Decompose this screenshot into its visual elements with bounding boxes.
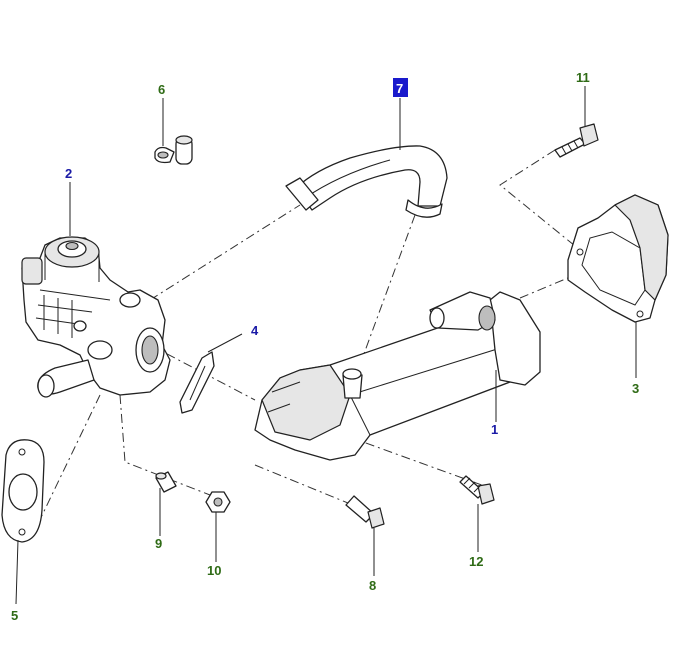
coolant-hose-part xyxy=(285,145,448,218)
callout-10[interactable]: 10 xyxy=(207,563,221,578)
callout-8[interactable]: 8 xyxy=(369,578,376,593)
callout-5-leader xyxy=(15,539,19,605)
callout-7[interactable]: 7 xyxy=(396,81,403,96)
callout-2[interactable]: 2 xyxy=(65,166,72,181)
callout-4-leader xyxy=(207,333,243,353)
callout-12[interactable]: 12 xyxy=(469,554,483,569)
egr-valve-part xyxy=(21,236,171,398)
callout-11[interactable]: 11 xyxy=(576,70,590,85)
callout-9[interactable]: 9 xyxy=(155,536,162,551)
stud-9-part xyxy=(155,471,177,493)
callout-4[interactable]: 4 xyxy=(251,323,259,338)
gasket-cover-part xyxy=(567,194,669,323)
large-gasket-part xyxy=(1,439,45,543)
connector-clip-part xyxy=(154,135,193,165)
bolt-12-part xyxy=(459,475,495,505)
callout-6[interactable]: 6 xyxy=(158,82,165,97)
bolt-8-part xyxy=(345,495,385,529)
small-gasket-part xyxy=(179,351,215,414)
bolt-11-part xyxy=(554,123,599,158)
callout-labels: 1 2 3 4 5 6 7 8 9 10 11 12 xyxy=(11,70,639,623)
callout-1[interactable]: 1 xyxy=(491,422,498,437)
callout-7-highlight xyxy=(393,78,408,97)
nut-10-part xyxy=(205,491,231,513)
callout-3[interactable]: 3 xyxy=(632,381,639,396)
callout-5[interactable]: 5 xyxy=(11,608,18,623)
egr-cooler-part xyxy=(254,291,541,461)
